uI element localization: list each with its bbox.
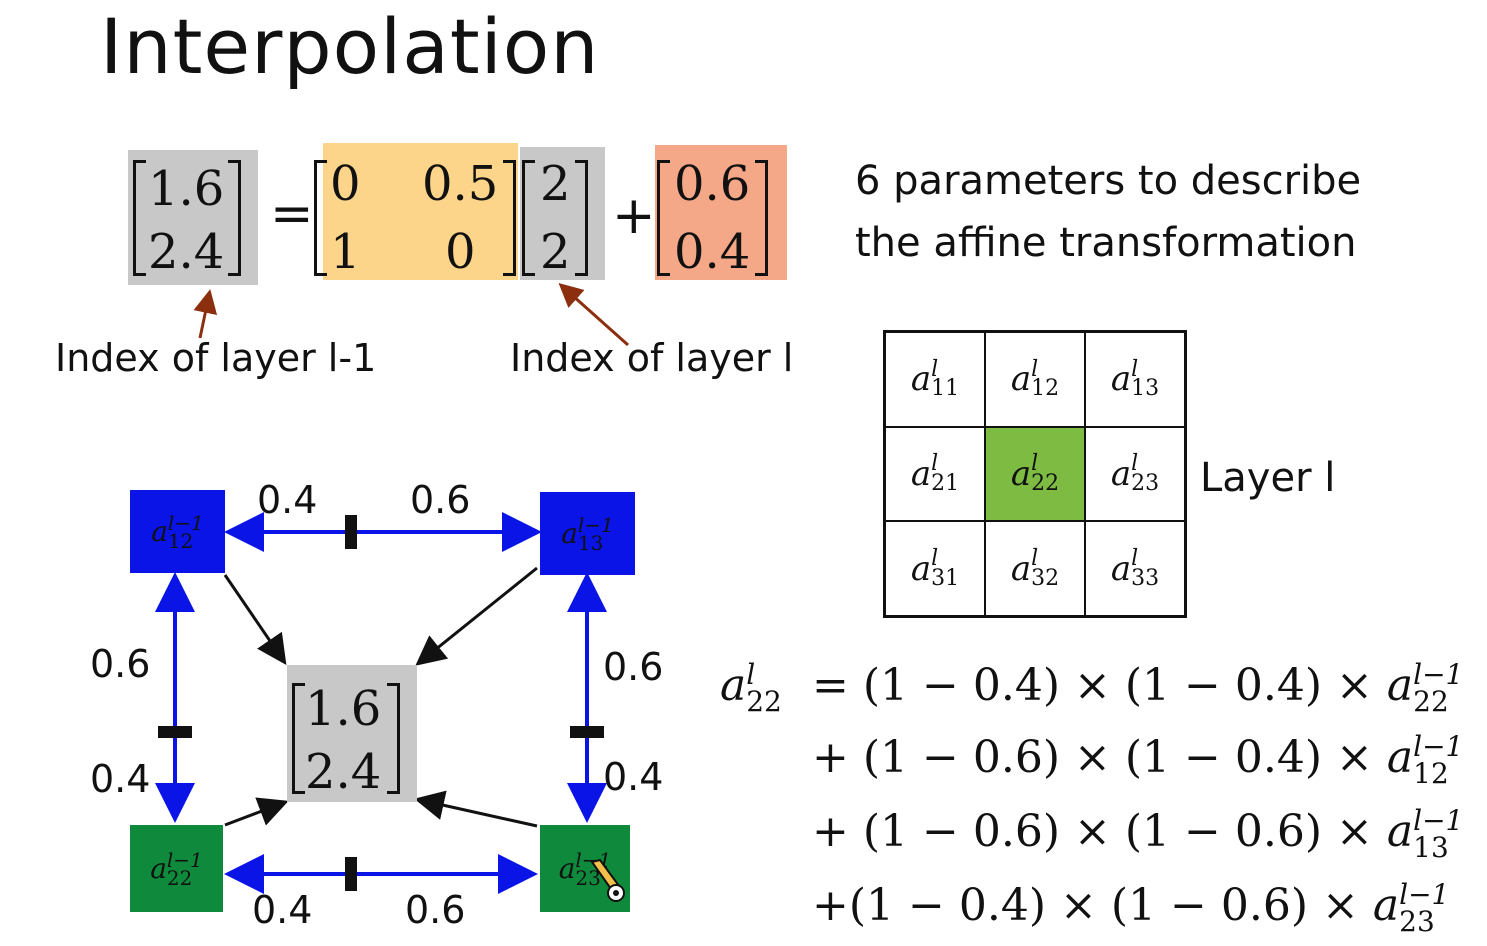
bias-right-bracket: [755, 160, 768, 276]
vec-right-bracket: [575, 160, 588, 276]
matrix-r1c2: 0.5: [422, 156, 499, 212]
description-line-1: 6 parameters to describe: [855, 158, 1362, 204]
plus-sign: +: [612, 186, 656, 246]
matrix-right-bracket: [503, 160, 516, 276]
lhs-vector-box: [128, 150, 258, 285]
vec-value-2: 2: [540, 224, 571, 280]
lhs-value-1: 1.6: [148, 161, 225, 217]
diag-top-right: [415, 566, 538, 666]
slide-title: Interpolation: [100, 2, 600, 91]
weight-top-a: 0.4: [257, 478, 318, 522]
diag-bottom-right: [414, 790, 538, 828]
diag-bottom-left: [224, 797, 289, 827]
lhs-left-bracket: [133, 160, 146, 276]
lhs-value-2: 2.4: [148, 224, 225, 280]
label-curr-layer: Index of layer l: [510, 336, 794, 380]
pencil-icon: [590, 858, 625, 902]
description-line-2: the affine transformation: [855, 220, 1357, 266]
weight-left-a: 0.6: [90, 642, 151, 686]
tick-right: [570, 726, 604, 738]
layer-grid-label: Layer l: [1200, 455, 1336, 501]
lhs-right-bracket: [228, 160, 241, 276]
arrow-prev-layer: [193, 289, 218, 339]
index-vector-box: [520, 147, 605, 280]
weight-left-b: 0.4: [90, 757, 151, 801]
weight-bottom-a: 0.4: [252, 888, 313, 932]
tick-top: [345, 515, 357, 549]
vec-value-1: 2: [540, 156, 571, 212]
bias-value-2: 0.4: [674, 224, 751, 280]
tick-left: [158, 726, 192, 738]
center-left-bracket: [292, 683, 305, 794]
center-value-2: 2.4: [305, 744, 382, 800]
center-value-1: 1.6: [305, 681, 382, 737]
formula-lhs-sup: l: [746, 657, 756, 691]
center-right-bracket: [387, 683, 400, 794]
weight-right-b: 0.4: [603, 755, 664, 799]
bias-left-bracket: [657, 160, 670, 276]
vec-left-bracket: [522, 160, 535, 276]
arrow-curr-layer: [558, 283, 629, 347]
weight-right-a: 0.6: [603, 645, 664, 689]
weight-bottom-b: 0.6: [405, 888, 466, 932]
matrix-r2c1: 1: [330, 224, 361, 280]
weight-top-b: 0.6: [410, 478, 471, 522]
formula-lhs-var: a: [720, 660, 747, 711]
matrix-r1c1: 0: [330, 156, 361, 212]
formula-lhs-sub: 22: [746, 684, 782, 718]
label-prev-layer: Index of layer l-1: [55, 336, 377, 380]
matrix-left-bracket: [314, 160, 327, 276]
matrix-box: [323, 143, 518, 280]
tick-bottom: [345, 857, 357, 891]
equals-sign: =: [270, 184, 314, 244]
bias-value-1: 0.6: [674, 156, 751, 212]
matrix-r2c2: 0: [445, 224, 476, 280]
center-sample-box: [287, 665, 417, 802]
diag-top-left: [223, 574, 287, 665]
